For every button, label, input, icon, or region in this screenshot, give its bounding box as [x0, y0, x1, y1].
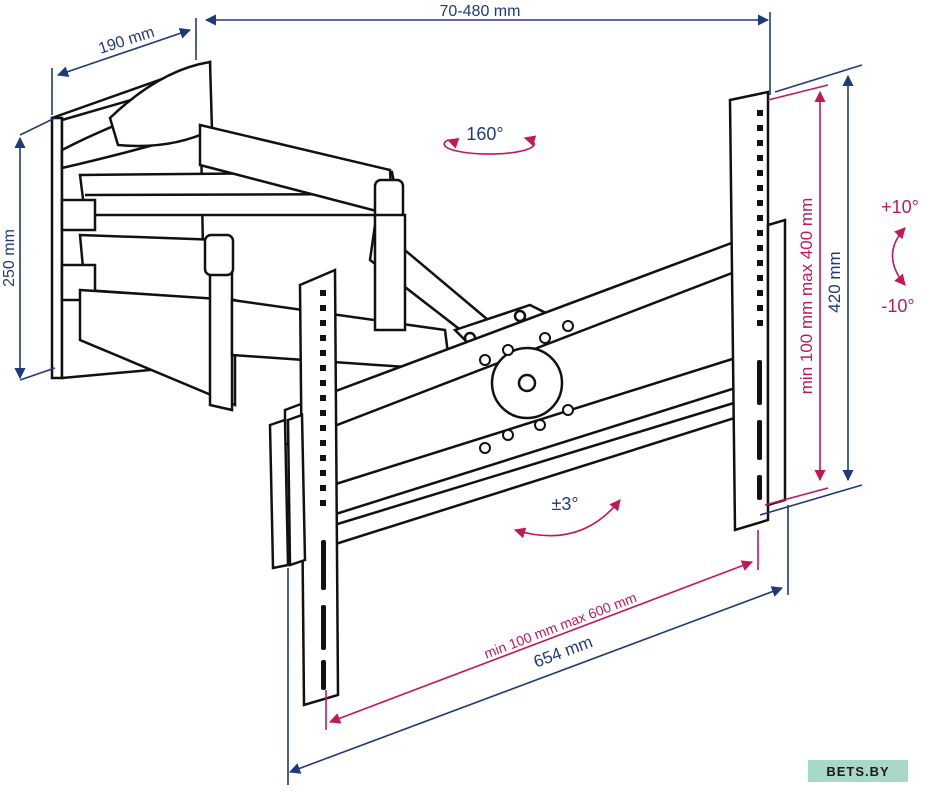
extension-label: 70-480 mm	[440, 3, 521, 20]
watermark-logo: BETS.BY	[808, 760, 908, 782]
articulating-arms	[60, 123, 563, 412]
vesa-vertical-label: min 100 mm max 400 mm	[797, 198, 816, 395]
bracket-holes	[479, 320, 574, 454]
right-strip-slots	[757, 110, 763, 500]
vesa-lines	[325, 84, 906, 730]
wall-height-label: 250 mm	[1, 229, 18, 287]
swivel-label: 160°	[466, 124, 503, 144]
rotation-label: ±3°	[551, 494, 578, 514]
depth-label: 190 mm	[96, 24, 156, 58]
tilt-down-label: -10°	[881, 296, 914, 316]
tv-bracket	[268, 90, 787, 707]
height-total-label: 420 mm	[825, 251, 844, 312]
tilt-up-label: +10°	[881, 197, 919, 217]
